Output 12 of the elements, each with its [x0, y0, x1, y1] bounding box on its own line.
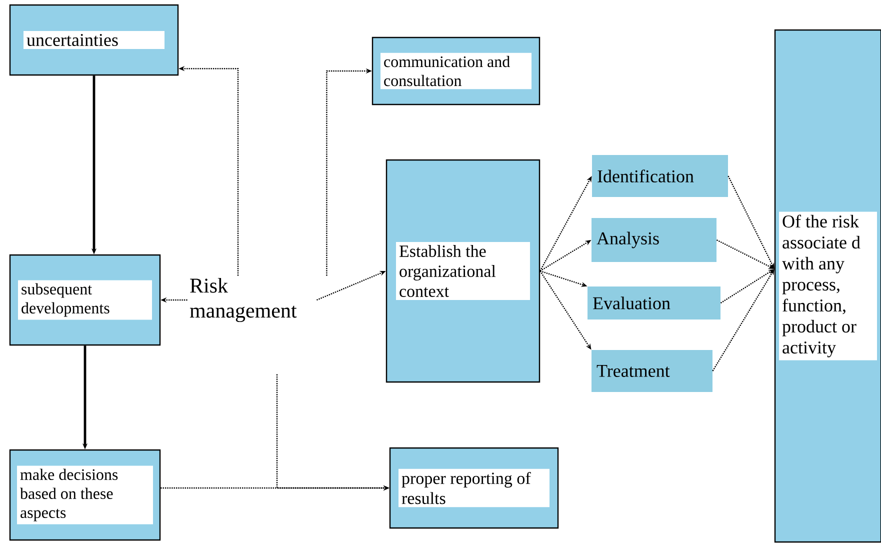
step-box: Treatment [592, 350, 712, 392]
label-text: Risk management [190, 278, 297, 322]
process-box: subsequent developments [9, 254, 161, 346]
process-box: proper reporting of results [389, 447, 559, 529]
process-box: uncertainties [9, 4, 179, 76]
step-box: Analysis [592, 218, 716, 262]
process-box: communication and consultation [372, 36, 540, 106]
process-box: Of the risk associate d with any process, function, product or activity [774, 29, 881, 543]
process-box: Establish the organizational context [386, 159, 540, 383]
step-box: Identification [592, 155, 728, 197]
step-box: Evaluation [588, 286, 720, 320]
process-box: make decisions based on these aspects [9, 449, 161, 541]
